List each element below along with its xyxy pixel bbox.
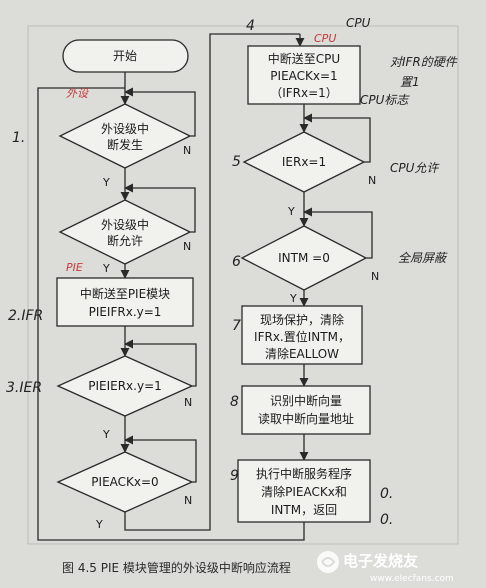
edge-d1-no-loop <box>124 87 196 137</box>
edge-d4-to-right <box>124 33 248 531</box>
watermark: 电子发烧友 www.elecfans.com <box>317 551 454 584</box>
note-num-4: 4 <box>246 18 255 34</box>
note-num-9: 9 <box>230 468 239 484</box>
p5-line3: INTM，返回 <box>271 503 337 517</box>
note-ifr-hw: 对IFR的硬件 <box>390 55 458 69</box>
note-num-2: 2.IFR <box>8 308 43 324</box>
d1-line1: 外设级中 <box>101 121 149 136</box>
p1-line2: PIEIFRx.y=1 <box>89 305 162 319</box>
edge-d3-no-loop <box>124 339 197 387</box>
process-to-cpu <box>247 45 361 105</box>
process-identify-vector <box>241 385 371 435</box>
note-global-mask: 全局屏蔽 <box>398 251 448 265</box>
p5-line2: 清除PIEACKx和 <box>261 484 347 499</box>
note-num-6: 6 <box>232 254 241 270</box>
figure-frame <box>27 25 459 545</box>
left-column: 开始 外设级中 断发生 N Y 外设级中 断允许 N Y 中断送至PIE模块 P… <box>37 33 248 541</box>
d5-label: IERx=1 <box>282 155 326 169</box>
edge-d6-no-loop <box>303 207 373 259</box>
edge-d2-no-loop <box>124 183 196 233</box>
d6-yes: Y <box>289 292 297 305</box>
process-to-pie-module <box>56 277 194 327</box>
d2-line1: 外设级中 <box>101 217 149 232</box>
note-zero-b: 0. <box>380 512 393 528</box>
note-zero-a: 0. <box>380 486 393 502</box>
p2-line2: PIEACKx=1 <box>270 69 337 83</box>
d4-no: N <box>184 494 192 507</box>
d1-no: N <box>183 144 191 157</box>
edge-d4-no-loop <box>124 435 197 483</box>
start-label: 开始 <box>113 49 137 63</box>
note-num-1: 1. <box>12 130 25 146</box>
d1-line2: 断发生 <box>107 137 143 152</box>
note-num-5: 5 <box>232 154 241 170</box>
p5-line1: 执行中断服务程序 <box>256 466 352 481</box>
p4-line1: 识别中断向量 <box>270 393 342 408</box>
handwritten-notes: 外设 PIE CPU CPU 对IFR的硬件 置1 CPU标志 CPU允许 全局… <box>6 16 458 528</box>
p3-line2: IFRx.置位INTM， <box>254 329 350 344</box>
p4-line2: 读取中断向量地址 <box>258 411 354 426</box>
watermark-url: www.elecfans.com <box>370 574 454 584</box>
note-red-peripheral: 外设 <box>66 87 89 100</box>
watermark-text: 电子发烧友 <box>343 552 418 570</box>
note-num-3: 3.IER <box>6 380 42 396</box>
d2-line2: 断允许 <box>107 233 143 248</box>
process-context-save <box>241 305 363 365</box>
d5-no: N <box>368 174 376 187</box>
d4-label: PIEACKx=0 <box>91 475 158 489</box>
note-cpu: CPU <box>346 16 371 30</box>
watermark-logo-icon <box>317 551 339 573</box>
edge-d5-no-loop <box>303 113 371 163</box>
d2-yes: Y <box>102 262 110 275</box>
right-column: 中断送至CPU PIEACKx=1 （IFRx=1） IERx=1 N Y IN… <box>215 33 379 541</box>
d3-label: PIEIERx.y=1 <box>88 379 162 393</box>
note-cpu-enable: CPU允许 <box>390 161 440 175</box>
note-num-7: 7 <box>232 318 241 334</box>
p3-line1: 现场保护，清除 <box>260 312 344 327</box>
note-red-pie: PIE <box>66 261 83 274</box>
edge-return-left <box>37 87 215 541</box>
d3-yes: Y <box>102 428 110 441</box>
d5-yes: Y <box>287 205 295 218</box>
p3-line3: 清除EALLOW <box>265 346 339 361</box>
note-cpu-flag: CPU标志 <box>360 93 410 107</box>
note-num-8: 8 <box>230 394 239 410</box>
d3-no: N <box>184 396 192 409</box>
d6-label: INTM =0 <box>278 251 330 265</box>
p2-line1: 中断送至CPU <box>268 51 340 66</box>
note-red-cpu: CPU <box>314 32 336 45</box>
p2-line3: （IFRx=1） <box>270 86 338 100</box>
note-set-one: 置1 <box>400 75 420 89</box>
d2-no: N <box>183 240 191 253</box>
edge-p5-return <box>215 522 305 541</box>
figure-caption: 图 4.5 PIE 模块管理的外设级中断响应流程 <box>62 560 291 575</box>
d4-yes: Y <box>95 518 103 531</box>
d1-yes: Y <box>102 176 110 189</box>
d6-no: N <box>371 270 379 283</box>
p1-line1: 中断送至PIE模块 <box>80 286 170 301</box>
watermark-logo-mark-icon <box>321 557 336 567</box>
